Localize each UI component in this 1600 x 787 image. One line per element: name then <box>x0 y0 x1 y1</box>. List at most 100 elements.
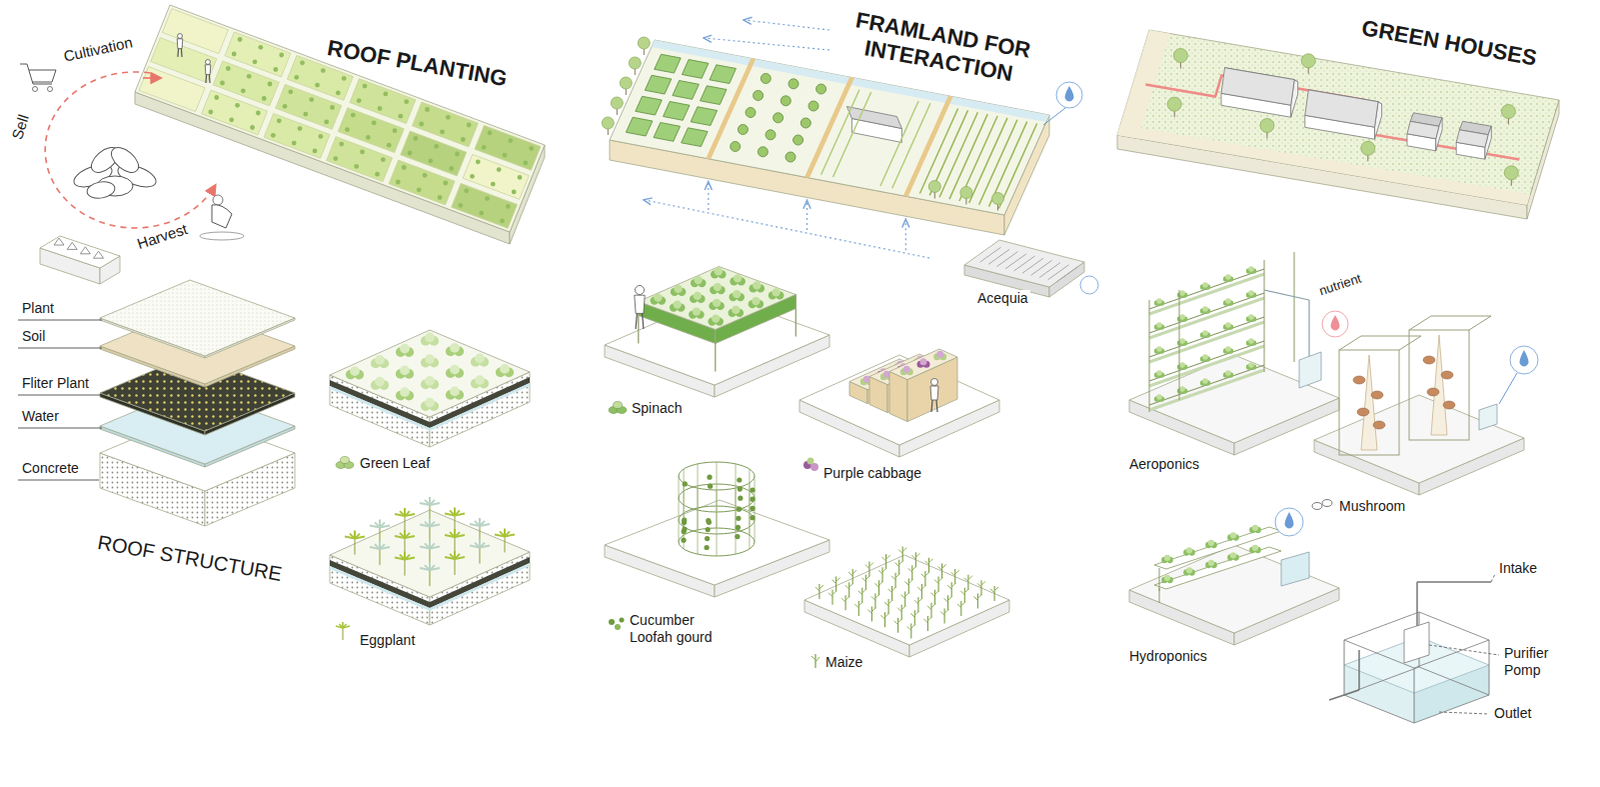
bush <box>760 73 771 84</box>
maize-leaf <box>875 593 880 598</box>
water-band <box>429 562 530 611</box>
eggplant-stem <box>404 559 406 576</box>
crop-row <box>929 109 968 195</box>
maize-leaf <box>910 612 915 617</box>
leaf-cluster <box>1208 539 1215 546</box>
crop-dot <box>317 133 323 139</box>
leaf-cluster <box>920 357 928 365</box>
bush <box>800 117 811 128</box>
vine-leaf <box>681 526 687 532</box>
water-icon <box>1275 507 1304 536</box>
trellis-post <box>748 468 750 535</box>
vine-leaf <box>681 517 687 523</box>
farmer-figure <box>930 385 939 400</box>
crop-dot <box>314 82 320 88</box>
roof-plot <box>388 159 455 205</box>
mushroom-cap <box>1423 355 1436 364</box>
planter-box <box>625 116 653 136</box>
maize-leaf <box>944 608 949 613</box>
eggplant-stem <box>504 535 506 552</box>
maize-leaf <box>918 597 923 602</box>
eggplant-leaf <box>454 512 465 515</box>
leaf-cluster <box>424 375 435 386</box>
maize-stalk <box>915 551 917 567</box>
crop-label: Eggplant <box>359 631 415 649</box>
mushroom-cap <box>1427 387 1440 396</box>
vine-leaf <box>735 515 741 521</box>
bush <box>745 107 756 118</box>
crop-dot <box>457 202 463 208</box>
shed <box>846 106 902 129</box>
crop-icon <box>1312 502 1323 510</box>
crop-dot <box>365 134 371 140</box>
eggplant-leaf <box>454 556 465 559</box>
planter-box <box>644 74 672 94</box>
maize-leaf <box>841 597 846 602</box>
acequia-grate <box>1005 253 1027 269</box>
maize-stalk <box>885 553 887 569</box>
crop-dot <box>231 51 237 57</box>
maize-leaf <box>899 560 904 565</box>
leaf-cluster <box>1179 385 1186 392</box>
maize-leaf <box>886 554 891 559</box>
crop-dot <box>276 117 282 123</box>
leaf-cluster <box>903 365 911 373</box>
crop-icon <box>1322 499 1333 507</box>
farmer-figure <box>180 48 183 57</box>
crop-dot <box>487 129 493 135</box>
system-tile <box>1129 544 1340 633</box>
maize-leaf <box>927 616 932 621</box>
crop-dot <box>338 141 344 147</box>
maize-leaf <box>845 595 850 600</box>
crop-dot <box>213 94 219 100</box>
eggplant-leaf <box>379 524 390 527</box>
crop-dot <box>267 81 273 87</box>
stepped-shelf <box>889 348 958 380</box>
crop-dot <box>401 164 407 170</box>
service-route <box>1145 75 1520 160</box>
maize-stalk <box>944 607 946 623</box>
rack-shelf <box>1149 340 1265 381</box>
greenhouse-roof <box>1456 129 1489 147</box>
crop-icon <box>342 625 350 628</box>
eggplant-stem <box>454 558 456 575</box>
crop-dot <box>478 210 484 216</box>
crop-dot <box>362 83 368 89</box>
crop-dot <box>350 112 356 118</box>
walkway <box>1117 124 1531 206</box>
maize-leaf <box>931 603 936 608</box>
crop-dot <box>416 186 422 192</box>
grow-frame <box>1431 315 1492 317</box>
maize-leaf <box>908 567 913 572</box>
roof-plot <box>201 89 268 135</box>
crop-dot <box>332 155 338 161</box>
mushroom-bag <box>1361 354 1378 450</box>
planter-box <box>681 127 709 147</box>
maize-leaf <box>861 577 866 582</box>
grow-frame <box>1339 349 1400 455</box>
bush <box>785 151 796 162</box>
farmer-figure <box>176 48 179 57</box>
crop-dot <box>272 66 278 72</box>
tank-outline <box>1344 666 1490 723</box>
path-strip <box>804 76 855 178</box>
maize-leaf <box>951 582 956 587</box>
greenhouse-roof <box>1407 120 1440 139</box>
maize-leaf <box>858 601 863 606</box>
vine-leaf <box>706 474 712 480</box>
filter-band <box>329 379 430 428</box>
bush <box>788 78 799 89</box>
vine-leaf <box>736 506 742 512</box>
maize-leaf <box>942 563 947 568</box>
maize-leaf <box>977 582 982 587</box>
eggplant-leaf <box>479 523 490 526</box>
crop-icon <box>342 627 344 640</box>
maize-stalk <box>878 579 880 595</box>
crop-icon <box>613 401 623 409</box>
roof-plot <box>451 182 518 228</box>
maize-stalk <box>908 577 910 593</box>
leader-line <box>17 479 99 481</box>
bush <box>737 124 748 135</box>
crop-label: Cucumber Loofah gourd <box>629 611 730 646</box>
